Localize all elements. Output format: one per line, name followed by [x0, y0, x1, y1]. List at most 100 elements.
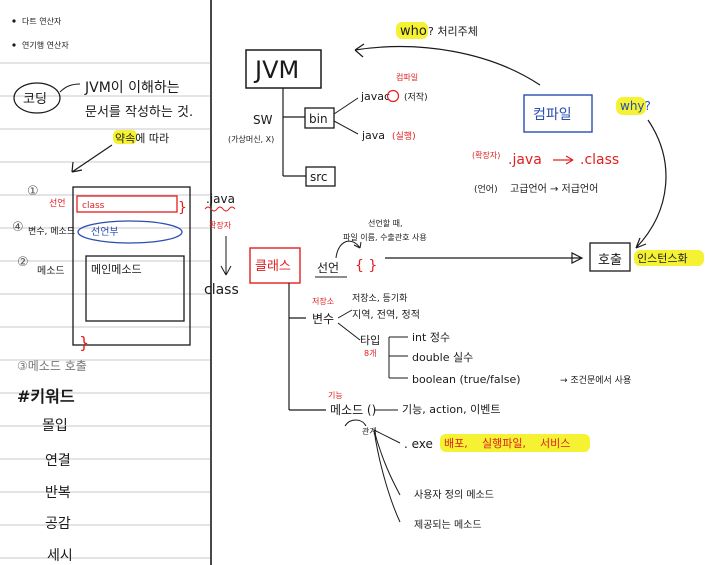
bin-to-java — [333, 120, 359, 135]
ext-note: (확장자) — [472, 150, 500, 160]
class-brace-open: } — [178, 200, 187, 216]
class-decl-box — [76, 195, 178, 213]
coding-arrow — [59, 83, 81, 93]
ruled-lines — [0, 62, 210, 559]
class-brace-close: } — [79, 333, 89, 352]
sw-note: (가상머신, X) — [228, 134, 274, 144]
bin-to-javac — [333, 97, 359, 115]
method-note: 기능 — [328, 391, 343, 400]
keyword-4: 공감 — [45, 516, 71, 532]
keyword-2: 연결 — [45, 453, 71, 469]
coding-desc-1: JVM이 이해하는 — [84, 80, 180, 96]
why-label: why? — [620, 99, 651, 113]
compile-box-label: 컴파일 — [533, 107, 572, 123]
declare-section-ellipse — [77, 220, 183, 244]
who-rest: ? 처리주체 — [428, 25, 478, 38]
var-note: 저장소 — [312, 296, 334, 306]
relation-label: 관계 — [362, 426, 377, 436]
who-label: who — [400, 24, 427, 39]
declare-note-2: 파일 이름, 수출관호 사용 — [343, 232, 427, 242]
who-highlight — [396, 22, 428, 39]
num-2: ② — [17, 255, 29, 270]
keyword-3: 반복 — [45, 485, 71, 501]
javac-note: (저작) — [404, 92, 428, 103]
declare-label: 선언 — [317, 261, 339, 275]
relation-hook — [344, 419, 367, 427]
java-file: .java — [508, 152, 542, 168]
var-desc: 저장소, 등기화 — [352, 293, 407, 304]
bullet-1: 다트 연산자 — [22, 16, 62, 26]
call-label: 호출 — [598, 253, 622, 268]
java-note: (실행) — [392, 130, 416, 142]
main-method-box — [85, 255, 185, 322]
class-outline-box — [72, 186, 191, 346]
type-int: int 정수 — [412, 331, 450, 344]
keyword-5: 세시 — [47, 548, 73, 564]
class-word: 클래스 — [255, 259, 291, 274]
num-4: ④ — [12, 220, 24, 235]
why-highlight — [616, 97, 646, 115]
exe-item-3: 서비스 — [540, 437, 570, 450]
class-box — [249, 247, 301, 284]
jvm-label: JVM — [253, 56, 299, 84]
bin-box — [304, 107, 335, 129]
promise-highlight — [113, 130, 137, 144]
sw-label: SW — [253, 113, 273, 127]
compile-note: 컴파일 — [396, 73, 418, 82]
coding-circle — [13, 82, 61, 114]
declare-hook — [335, 240, 362, 259]
exe-item-1: 배포, — [444, 437, 468, 450]
bin-label: bin — [309, 112, 328, 126]
java-ext: .java — [206, 192, 235, 206]
exe-item-2: 실행파일, — [482, 436, 526, 450]
src-box — [305, 166, 336, 187]
class-box-label: class — [82, 201, 105, 211]
boolean-note: → 조건문에서 사용 — [560, 375, 631, 386]
type-double: double 실수 — [412, 351, 473, 364]
why-to-call-arrow — [635, 119, 667, 249]
coding-desc-2: 문서를 작성하는 것. — [85, 105, 193, 120]
keyword-title: #키워드 — [17, 387, 75, 406]
java-squiggle — [204, 206, 236, 212]
java-ext-note: 확장자 — [209, 220, 232, 230]
javac-label: javac — [360, 90, 390, 103]
coding-label: 코딩 — [23, 92, 47, 107]
method-fan — [373, 429, 401, 523]
type-count: 8개 — [364, 348, 376, 358]
instance-label: 인스턴스화 — [637, 252, 688, 265]
method-label: 메소드 () — [330, 403, 376, 417]
var-to-type — [337, 322, 361, 341]
class-ext: class — [204, 282, 239, 298]
declare-note-1: 선언할 때, — [368, 218, 403, 228]
main-method-label: 메인메소드 — [91, 263, 142, 276]
instance-highlight — [634, 250, 704, 266]
exe-highlight — [440, 434, 590, 452]
label-method: 메소드 — [37, 265, 65, 277]
keyword-1: 몰입 — [42, 418, 68, 434]
class-file: .class — [580, 152, 619, 168]
right-page: who ? 처리주체 JVM SW (가상머신, X) bin src java… — [228, 22, 704, 531]
var-to-scope — [337, 309, 353, 319]
compile-box — [523, 94, 593, 133]
src-label: src — [310, 170, 328, 184]
bullet-2: 연기행 연산자 — [22, 40, 69, 50]
lang-line: 고급언어 → 저급언어 — [510, 183, 598, 195]
num-1: ① — [27, 184, 39, 199]
user-method: 사용자 정의 메소드 — [414, 489, 494, 501]
provided-method: 제공되는 메소드 — [414, 519, 482, 531]
lang-note: (언어) — [474, 183, 498, 195]
java-label: java — [361, 129, 385, 142]
exe-label: . exe — [404, 437, 433, 451]
label-var-method: 변수, 메소드 — [28, 226, 75, 237]
down-arrow — [71, 144, 113, 173]
method-desc: 기능, action, 이벤트 — [402, 403, 500, 416]
compile-to-jvm-arrow — [354, 43, 541, 86]
javac-c-circle — [386, 89, 400, 103]
call-box — [589, 242, 631, 272]
braces: { } — [355, 258, 377, 274]
var-scope: 지역, 전역, 정적 — [352, 309, 420, 321]
java-to-class — [553, 155, 574, 165]
variable-label: 변수 — [312, 312, 334, 326]
declare-section-label: 선언부 — [91, 226, 119, 238]
